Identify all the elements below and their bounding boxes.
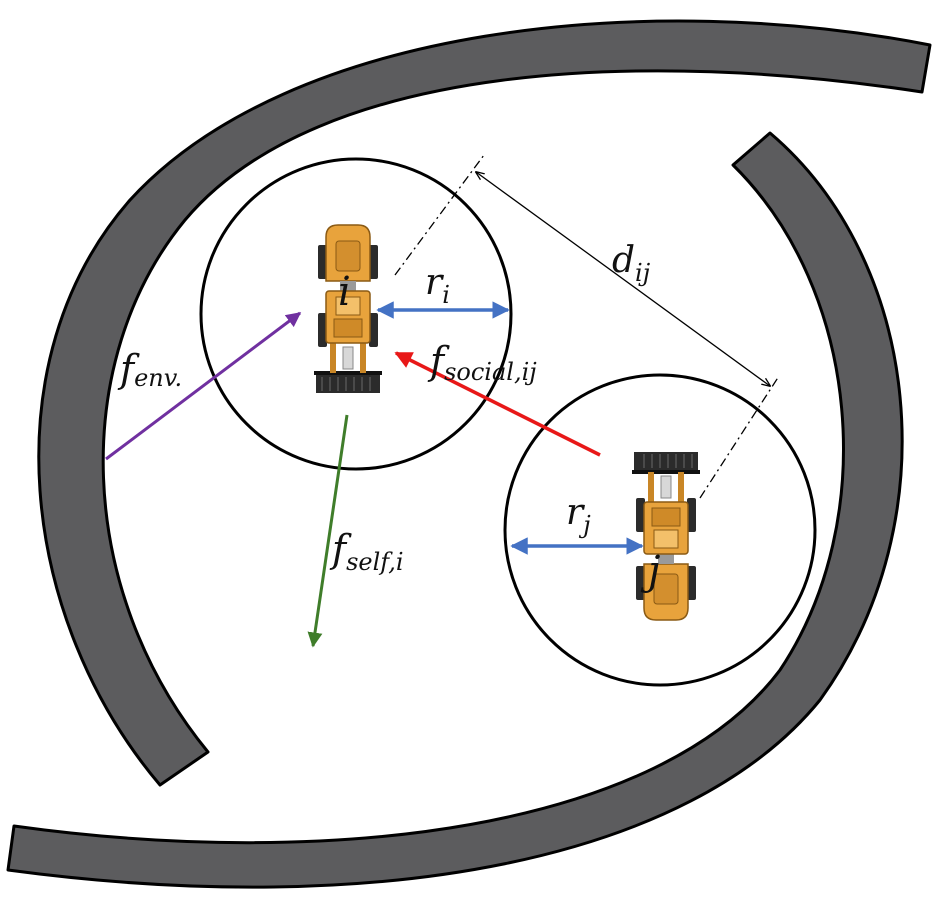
radius-j-label: rj [566,492,591,539]
social-force-label: fsocial,ij [427,339,537,386]
radius-i-label: ri [425,262,450,309]
outer-wall-top-left [37,19,932,787]
distance-guide-j [699,375,780,499]
self-force-arrow [307,414,349,648]
self-force-label: fself,i [329,527,404,576]
distance-guide-i [394,154,485,276]
agent-i-label: i [338,269,351,315]
env-force-arrow [105,311,302,461]
social-force-arrow [394,351,601,457]
distance-label: dij [612,240,651,287]
distance-arrow [476,172,770,386]
wheel-loader-icon [631,451,701,621]
outer-wall-right-bottom [6,131,904,889]
env-force-label: fenv. [117,347,182,392]
